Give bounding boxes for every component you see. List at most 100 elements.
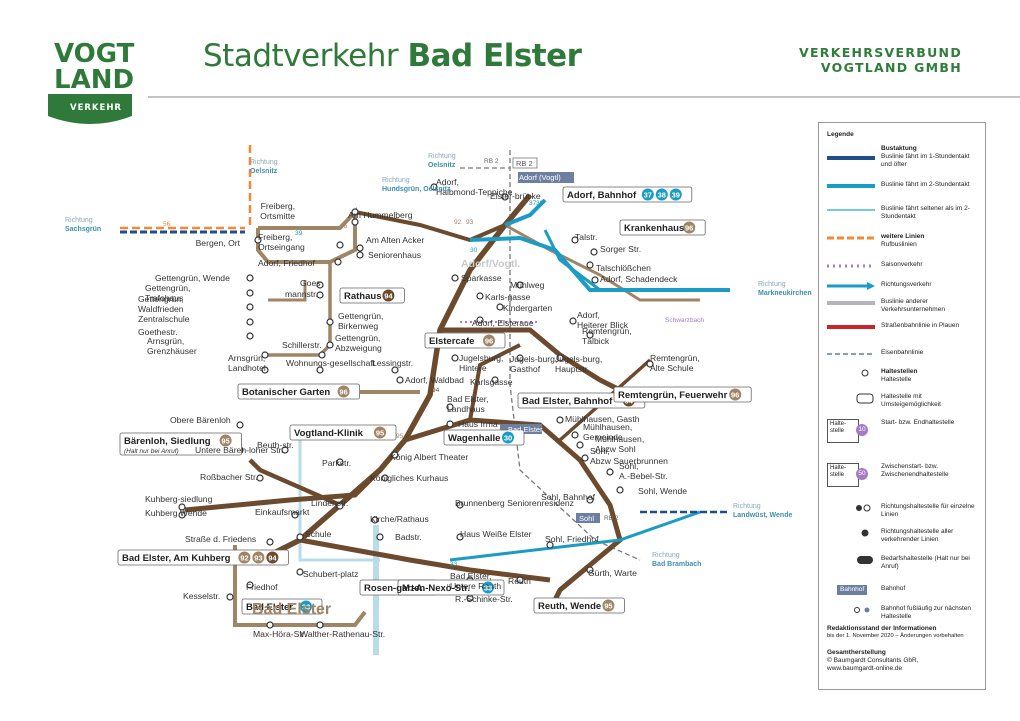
line-badge (669, 188, 682, 201)
line-badge (300, 600, 312, 613)
box-stop[interactable] (533, 597, 625, 614)
stop-marker[interactable] (586, 261, 594, 269)
stop-marker[interactable] (296, 568, 304, 576)
stop-marker[interactable] (576, 441, 584, 449)
stop-marker[interactable] (476, 316, 484, 324)
stop-marker[interactable] (178, 511, 186, 519)
box-stop[interactable] (237, 383, 360, 400)
stop-marker[interactable] (296, 533, 304, 541)
stop-marker[interactable] (236, 421, 244, 429)
stop-marker[interactable] (261, 366, 269, 374)
stop-marker[interactable] (178, 503, 186, 511)
stop-marker[interactable] (456, 533, 464, 541)
stop-marker[interactable] (556, 354, 564, 362)
box-stop-label: Reuth, Wende (538, 601, 601, 612)
stop-marker[interactable] (326, 341, 334, 349)
stop-marker[interactable] (351, 218, 359, 226)
stop-marker[interactable] (451, 274, 459, 282)
stop-marker[interactable] (336, 502, 344, 510)
stop-marker[interactable] (590, 248, 598, 256)
stop-marker[interactable] (351, 208, 359, 216)
line-badge (602, 599, 615, 612)
stop-marker[interactable] (451, 354, 459, 362)
stop-marker[interactable] (246, 303, 254, 311)
box-stop[interactable] (289, 424, 397, 441)
stop-marker[interactable] (291, 511, 299, 519)
stop-label: Heiterer Blick (577, 320, 629, 330)
stop-marker[interactable] (571, 431, 579, 439)
stop-marker[interactable] (569, 317, 577, 325)
stop-marker[interactable] (226, 593, 234, 601)
stop-marker[interactable] (591, 276, 599, 284)
box-stop[interactable] (397, 579, 505, 596)
stop-marker[interactable] (456, 501, 464, 509)
stop-marker[interactable] (376, 533, 384, 541)
stop-label: Kuhberg Wende (145, 508, 207, 518)
stop-marker[interactable] (586, 496, 594, 504)
stop-marker[interactable] (616, 486, 624, 494)
stop-label: Karls-gasse (485, 292, 531, 302)
railway-line (509, 150, 641, 561)
stop-marker[interactable] (318, 351, 326, 359)
direction-label: Markneukirchen (758, 290, 812, 297)
stop-marker[interactable] (336, 458, 344, 466)
stop-marker[interactable] (254, 236, 262, 244)
stop-marker[interactable] (571, 236, 579, 244)
stop-marker[interactable] (516, 354, 524, 362)
box-stop-label: Adorf, Bahnhof (567, 190, 637, 201)
stop-marker[interactable] (256, 474, 264, 482)
stop-marker[interactable] (246, 289, 254, 297)
stop-marker[interactable] (586, 566, 594, 574)
stop-marker[interactable] (556, 416, 564, 424)
stop-marker[interactable] (326, 318, 334, 326)
stop-marker[interactable] (491, 376, 499, 384)
stop-marker[interactable] (501, 193, 509, 201)
stop-marker[interactable] (246, 581, 254, 589)
stop-marker[interactable] (316, 366, 324, 374)
stop-marker[interactable] (261, 351, 269, 359)
stop-marker[interactable] (391, 451, 399, 459)
stop-marker[interactable] (381, 474, 389, 482)
stop-marker[interactable] (246, 318, 254, 326)
vogtland-verkehr-logo: VOGT LAND VERKEHR (40, 28, 140, 130)
stop-marker[interactable] (281, 446, 289, 454)
stop-marker[interactable] (266, 538, 274, 546)
stop-marker[interactable] (430, 183, 438, 191)
stop-marker[interactable] (476, 292, 484, 300)
stop-marker[interactable] (546, 541, 554, 549)
stop-marker[interactable] (356, 244, 364, 252)
stop-marker[interactable] (266, 621, 274, 629)
stop-marker[interactable] (316, 291, 324, 299)
stop-label: König Albert Theater (390, 452, 468, 462)
box-stop-label: Remtengrün, Feuerwehr (618, 390, 728, 401)
stop-marker[interactable] (446, 403, 454, 411)
stop-marker[interactable] (336, 241, 344, 249)
box-stop[interactable] (613, 386, 752, 403)
place-label: Bad Elster (252, 601, 331, 618)
stop-marker[interactable] (316, 281, 324, 289)
stop-marker[interactable] (316, 621, 324, 629)
stop-label: Bad Elster, (447, 394, 489, 404)
stop-marker[interactable] (356, 251, 364, 259)
stop-marker[interactable] (606, 468, 614, 476)
stop-marker[interactable] (581, 454, 589, 462)
box-stop[interactable] (619, 219, 706, 236)
stop-marker[interactable] (516, 281, 524, 289)
stop-marker[interactable] (586, 331, 594, 339)
stop-label: Gemeinde (583, 432, 623, 442)
stop-marker[interactable] (371, 516, 379, 524)
stop-marker[interactable] (246, 332, 254, 340)
stop-marker[interactable] (446, 420, 454, 428)
box-stop[interactable] (119, 432, 242, 456)
stop-label: Einkaufsmarkt (255, 507, 310, 517)
legend-symbol (827, 261, 875, 274)
stop-marker[interactable] (396, 376, 404, 384)
stop-marker[interactable] (646, 360, 654, 368)
stop-marker[interactable] (334, 258, 342, 266)
stop-marker[interactable] (496, 303, 504, 311)
stop-marker[interactable] (516, 576, 524, 584)
stop-marker[interactable] (246, 274, 254, 282)
stop-label: Gettengrün, (145, 283, 190, 293)
legend-item: Bahnhof fußläufig zur nächsten Haltestel… (881, 605, 971, 620)
stop-marker[interactable] (391, 366, 399, 374)
